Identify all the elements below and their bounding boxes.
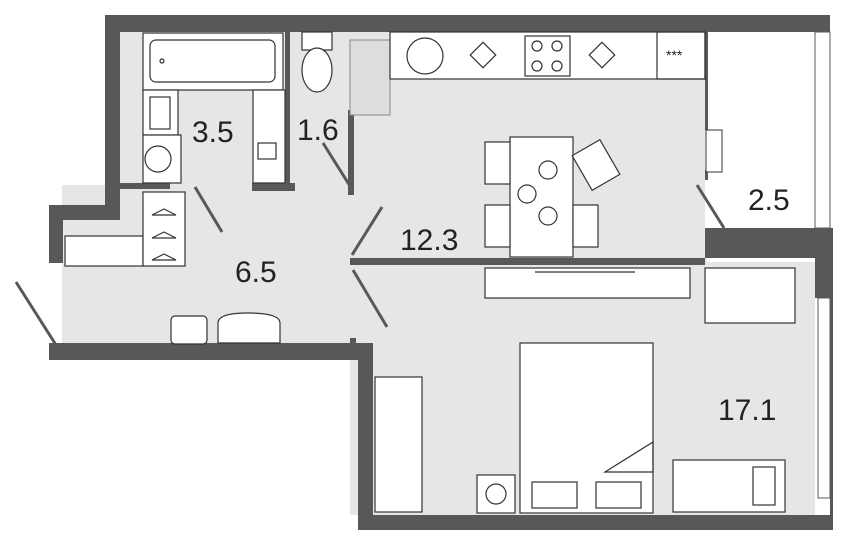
bathroom-door[interactable] bbox=[193, 186, 224, 233]
bed bbox=[519, 342, 654, 514]
knife-board-icon bbox=[588, 41, 616, 69]
bathtub bbox=[142, 32, 284, 91]
toilet-bowl bbox=[301, 47, 333, 93]
chair bbox=[484, 204, 511, 248]
bedroom-wardrobe bbox=[374, 376, 423, 513]
balcony-window bbox=[814, 31, 831, 229]
tv-stand bbox=[484, 267, 691, 299]
wall-kitchen-bedroom bbox=[350, 258, 705, 265]
wall-bedroom-bottom bbox=[358, 515, 833, 530]
wall-entry-top bbox=[49, 205, 120, 220]
laptop-icon bbox=[752, 466, 776, 506]
bedroom-door[interactable] bbox=[351, 269, 389, 328]
wall-bath-wc bbox=[285, 32, 290, 188]
plate-icon bbox=[538, 160, 558, 180]
nightstand bbox=[476, 474, 516, 514]
hallway-fixtures bbox=[64, 191, 281, 345]
burner-icon bbox=[551, 40, 563, 52]
bedroom-window bbox=[817, 297, 831, 499]
shoe-rack bbox=[64, 235, 144, 267]
wall-bath-left bbox=[105, 15, 120, 205]
sink-basin bbox=[149, 96, 171, 130]
walls bbox=[49, 15, 833, 530]
wall-top bbox=[105, 15, 830, 32]
burner-icon bbox=[551, 60, 563, 72]
plate-icon bbox=[517, 184, 537, 204]
kitchen-door[interactable] bbox=[350, 206, 384, 256]
fridge-icon: *** bbox=[666, 47, 683, 63]
pillow bbox=[595, 481, 642, 509]
bathtub-inner bbox=[149, 39, 276, 83]
cabinet bbox=[252, 89, 286, 184]
wall-hall-bottom bbox=[49, 343, 373, 360]
doors bbox=[14, 142, 726, 346]
wall-balcony-stub bbox=[705, 170, 708, 180]
entrance-door[interactable] bbox=[14, 281, 58, 346]
blanket-fold bbox=[602, 440, 654, 473]
washing-machine bbox=[142, 134, 182, 184]
boiler-icon bbox=[257, 142, 277, 160]
bedroom-area-label: 17.1 bbox=[718, 394, 776, 427]
sink-round-icon bbox=[406, 37, 444, 75]
chair bbox=[572, 204, 599, 248]
toilet-door[interactable] bbox=[321, 142, 352, 187]
fridge bbox=[656, 31, 706, 80]
wall-wc-kitchen bbox=[348, 110, 354, 195]
chair bbox=[484, 141, 511, 185]
wall-bath-bottom-left bbox=[120, 183, 170, 189]
wardrobe bbox=[142, 191, 186, 267]
kitchen-window bbox=[705, 129, 723, 173]
console-table bbox=[217, 312, 281, 344]
bathroom-fixtures bbox=[142, 32, 286, 184]
pouf bbox=[170, 315, 208, 345]
window-right bbox=[830, 295, 833, 525]
toilet-area-label: 1.6 bbox=[297, 114, 339, 147]
dining-table bbox=[509, 136, 574, 258]
toilet-fixtures bbox=[301, 31, 391, 116]
chair bbox=[571, 138, 621, 192]
burner-icon bbox=[531, 60, 543, 72]
hanger-icon bbox=[151, 208, 177, 261]
plate-icon bbox=[538, 206, 558, 226]
stove-icon bbox=[524, 35, 571, 77]
wall-balcony-left bbox=[705, 30, 708, 130]
toilet-tank bbox=[301, 31, 333, 51]
balcony-area-label: 2.5 bbox=[748, 184, 790, 217]
kitchen-area-label: 12.3 bbox=[400, 224, 458, 257]
armchair-shelf bbox=[704, 267, 796, 324]
wall-entry-left bbox=[49, 205, 63, 263]
bathroom-area-label: 3.5 bbox=[192, 116, 234, 149]
radiator bbox=[349, 39, 391, 116]
hallway-area-label: 6.5 bbox=[235, 256, 277, 289]
wall-bath-bottom-right bbox=[252, 183, 295, 191]
cutting-board-icon bbox=[469, 41, 497, 69]
balcony-floor bbox=[705, 30, 815, 230]
pillow bbox=[531, 481, 578, 509]
wall-bedroom-left bbox=[358, 343, 373, 530]
burner-icon bbox=[531, 40, 543, 52]
washer-drum-icon bbox=[144, 145, 172, 173]
wall-balcony-bottom bbox=[705, 228, 833, 258]
kitchen-fixtures: *** bbox=[389, 31, 706, 258]
desk bbox=[672, 459, 786, 513]
kitchen-counter bbox=[389, 31, 706, 80]
balcony-door[interactable] bbox=[695, 184, 726, 229]
drain-icon bbox=[159, 58, 165, 64]
wall-stub bbox=[350, 338, 356, 345]
bedroom-fixtures bbox=[374, 267, 796, 514]
lamp-icon bbox=[485, 483, 507, 505]
